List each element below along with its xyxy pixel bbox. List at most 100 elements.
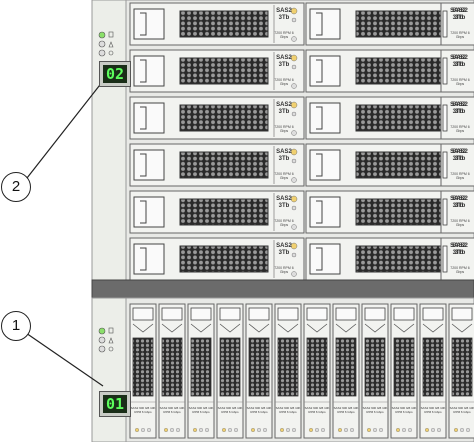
small-drive-handle [190,323,212,333]
small-drive [216,303,244,439]
latch-handle [316,247,323,271]
small-vent-grille [364,337,386,397]
drive-status-led [291,64,297,70]
drive-spec-label: 7200 RPM 6 Gbps [450,31,470,39]
large-drive [129,190,305,234]
callout-1-leader [25,332,104,387]
drive-capacity-label: 3Tb [452,62,464,68]
small-drive-led [250,428,255,433]
small-drive-latch [364,307,386,321]
drive-capacity-label: 3Tb [278,62,290,68]
drive-status-led [291,205,297,211]
drive-sas-label: SAS2 [452,243,468,249]
drive-capacity-label: 3Tb [454,203,466,209]
small-drive [390,303,418,439]
drive-latch [133,8,165,40]
callout-2-leader [26,80,104,179]
large-drive [129,49,305,93]
drive-capacity-label: 3Tb [452,203,464,209]
drive-sas-label: SAS2 [452,149,468,155]
locate-led [98,49,106,57]
drive-status-led [291,158,297,164]
small-drive-status-led [257,428,262,433]
small-drive-latch [248,307,270,321]
small-drive-handle [219,323,241,333]
callout-number: 2 [11,178,21,195]
drive-latch [309,243,341,275]
small-drive-latch [190,307,212,321]
small-drive-status-led [198,428,203,433]
drive-sas-label: SAS2 [276,8,292,14]
drive-spec-label: 7200 RPM 6 Gbps [274,266,294,274]
drive-capacity-label: 3Tb [278,250,290,256]
drive-latch [309,196,341,228]
latch-handle [316,12,323,36]
small-drive [245,303,273,439]
small-drive-handle [248,323,270,333]
small-drive-label: SAS2 900 GB 10K RPM 6 Gbps [217,406,243,414]
small-drive-status-led [227,428,232,433]
drive-sas-label: SAS2 [276,243,292,249]
small-vent-grille [277,337,299,397]
vent-grille [179,198,269,226]
drive-latch [309,102,341,134]
small-vent-grille [190,337,212,397]
latch-handle [316,200,323,224]
drive-activity-led [291,83,297,89]
small-drive-activity-led [437,428,442,433]
warning-icon [108,337,114,344]
small-drive-handle [132,323,154,333]
small-drive-latch [132,307,154,321]
small-drive-activity-led [408,428,413,433]
drive-capacity-label: 3Tb [454,156,466,162]
small-vent-grille [422,337,444,397]
small-vent-grille [335,337,357,397]
drive-capacity-label: 3Tb [278,109,290,115]
small-drive-label: SAS2 900 GB 10K RPM 6 Gbps [188,406,214,414]
callout-number: 1 [11,317,21,334]
drive-sas-label: SAS2 [276,55,292,61]
drive-capacity-label: 3Tb [278,203,290,209]
vent-grille [355,151,445,179]
drive-led [290,101,298,109]
latch-handle [140,59,147,83]
drive-sas-label: SAS2 [450,102,466,108]
drive-led [290,195,298,203]
drive-latch [133,149,165,181]
drive-latch [442,245,448,273]
small-drive-led [192,428,197,433]
small-drive-latch [219,307,241,321]
vent-grille [355,10,445,38]
small-drive-latch [277,307,299,321]
vent-grille [179,151,269,179]
drive-spec-label: 7200 RPM 6 Gbps [450,219,470,227]
small-vent-grille [451,337,473,397]
large-drive [440,190,474,234]
small-drive [332,303,360,439]
drive-spec-label: 7200 RPM 6 Gbps [274,125,294,133]
small-drive-handle [393,323,415,333]
small-drive-activity-led [175,428,180,433]
latch-handle [316,106,323,130]
locate-icon [108,346,114,352]
drive-spec-label: 7200 RPM 6 Gbps [450,78,470,86]
vent-grille [355,198,445,226]
small-drive-activity-led [233,428,238,433]
locate-icon [108,50,114,56]
small-drive-led [396,428,401,433]
small-drive-led [163,428,168,433]
large-drive [440,143,474,187]
drive-led [290,7,298,15]
drive-activity-led [291,271,297,277]
drive-sas-label: SAS2 [452,196,468,202]
large-drive [129,237,305,281]
drive-latch [442,151,448,179]
drive-capacity-label: 3Tb [452,156,464,162]
small-drive-handle [451,323,473,333]
drive-latch [133,55,165,87]
small-drive-status-led [286,428,291,433]
small-drive-activity-led [263,428,268,433]
drive-led [290,54,298,62]
drive-sas-label: SAS2 [450,55,466,61]
